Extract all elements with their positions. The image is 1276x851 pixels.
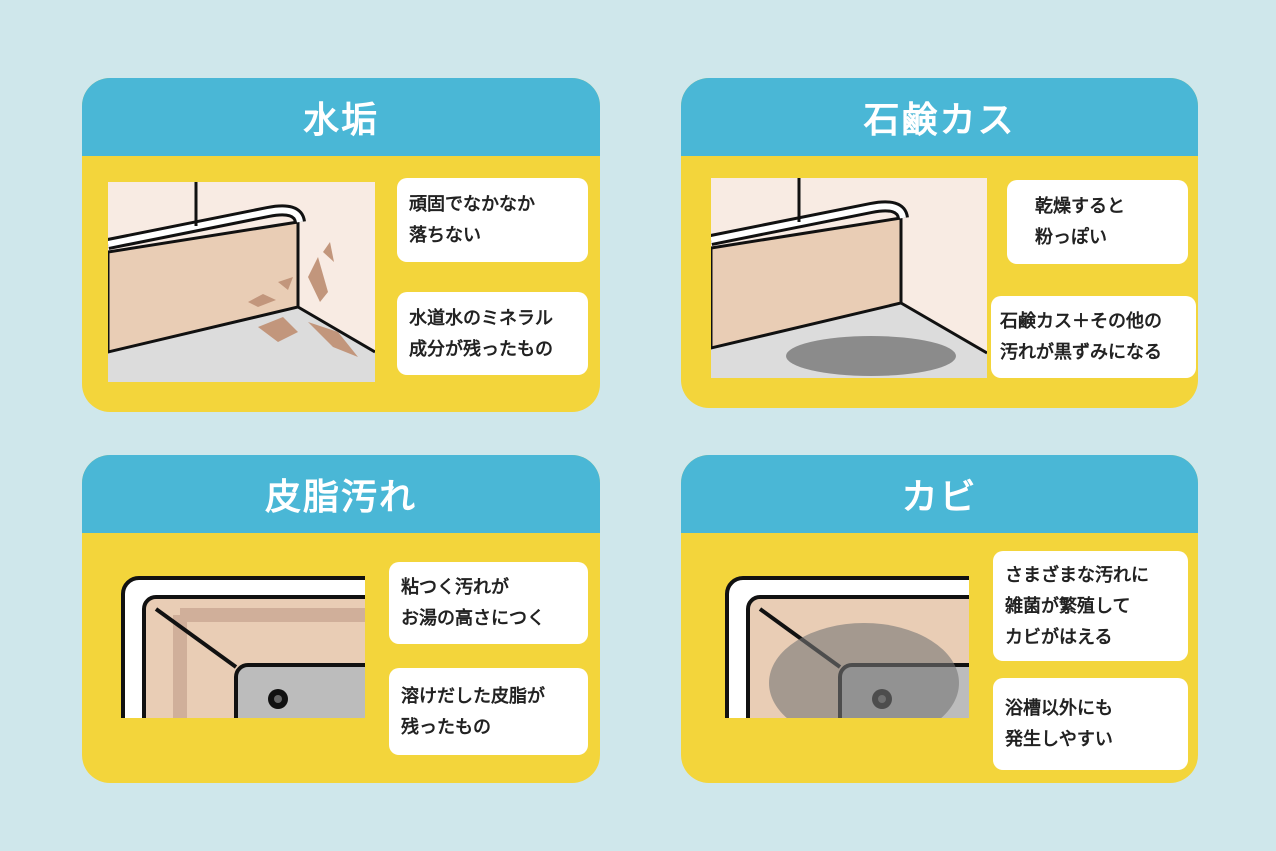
- note-line: 汚れが黒ずみになる: [1000, 342, 1162, 363]
- note-line: 石鹸カス＋その他の: [1000, 311, 1162, 332]
- bathtub-top-illustration: [724, 575, 969, 718]
- card-sebum: 皮脂汚れ 粘つく汚れが お湯の高さにつく 溶けだした皮脂が 残ったもの: [82, 455, 600, 783]
- note-bubble: 溶けだした皮脂が 残ったもの: [389, 668, 588, 755]
- note-line: 発生しやすい: [1005, 729, 1113, 750]
- note-bubble: さまざまな汚れに 雑菌が繁殖して カビがはえる: [993, 551, 1188, 661]
- note-line: カビがはえる: [1005, 626, 1113, 648]
- bathtub-corner-illustration: [711, 178, 987, 378]
- note-line: 残ったもの: [401, 716, 491, 738]
- card-title: 石鹸カス: [681, 78, 1198, 156]
- note-line: 雑菌が繁殖して: [1005, 595, 1131, 617]
- bathtub-top-illustration: [120, 575, 365, 718]
- note-line: 落ちない: [409, 225, 481, 246]
- note-line: さまざまな汚れに: [1005, 564, 1149, 586]
- note-line: お湯の高さにつく: [401, 608, 545, 629]
- card-title: カビ: [681, 455, 1198, 533]
- note-bubble: 石鹸カス＋その他の 汚れが黒ずみになる: [991, 296, 1196, 378]
- card-title: 皮脂汚れ: [82, 455, 600, 533]
- note-bubble: 浴槽以外にも 発生しやすい: [993, 678, 1188, 770]
- note-bubble: 水道水のミネラル 成分が残ったもの: [397, 292, 588, 375]
- note-line: 乾燥すると: [1035, 196, 1125, 217]
- note-line: 頑固でなかなか: [409, 194, 535, 215]
- note-line: 成分が残ったもの: [409, 338, 553, 360]
- note-line: 粘つく汚れが: [401, 577, 509, 598]
- card-mold: カビ さまざまな汚れに 雑菌が繁殖して カビがはえる 浴槽以外にも 発生しやすい: [681, 455, 1198, 783]
- note-line: 浴槽以外にも: [1005, 698, 1113, 719]
- card-title: 水垢: [82, 78, 600, 156]
- card-mizuaka: 水垢 頑固でなかなか 落ちない 水道水のミネラル 成分が残ったもの: [82, 78, 600, 412]
- bathtub-corner-illustration: [108, 182, 375, 382]
- note-line: 水道水のミネラル: [409, 307, 553, 329]
- note-line: 溶けだした皮脂が: [401, 685, 545, 707]
- note-line: 粉っぽい: [1035, 227, 1107, 248]
- note-bubble: 粘つく汚れが お湯の高さにつく: [389, 562, 588, 644]
- card-soap-scum: 石鹸カス 乾燥すると 粉っぽい 石鹸カス＋その他の 汚れが黒ずみになる: [681, 78, 1198, 408]
- note-bubble: 乾燥すると 粉っぽい: [1007, 180, 1188, 264]
- note-bubble: 頑固でなかなか 落ちない: [397, 178, 588, 262]
